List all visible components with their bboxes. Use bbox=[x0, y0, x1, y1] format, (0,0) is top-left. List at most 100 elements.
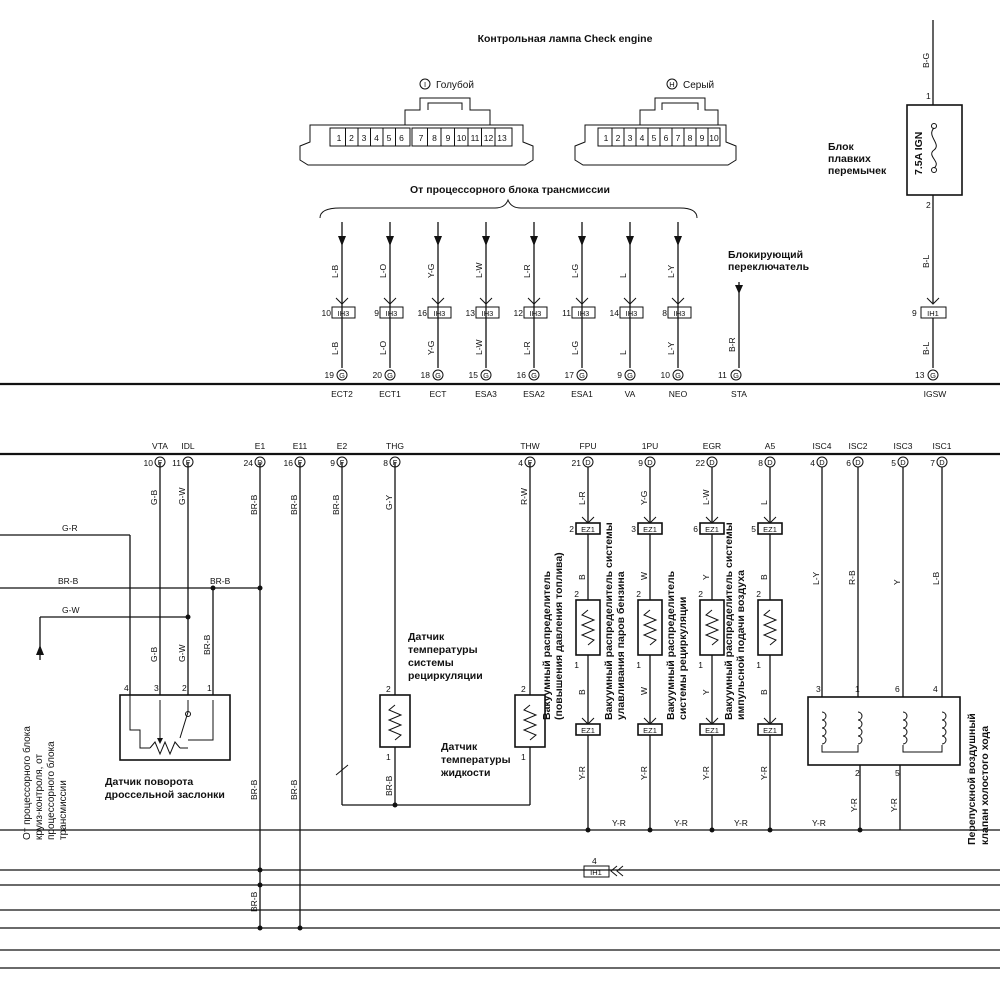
svg-text:EGR: EGR bbox=[703, 441, 721, 451]
svg-text:2: 2 bbox=[756, 589, 761, 599]
svg-text:1: 1 bbox=[855, 684, 860, 694]
check-engine-title: Контрольная лампа Check engine bbox=[478, 33, 653, 45]
svg-text:Вакуумный распределитель: Вакуумный распределитель bbox=[665, 570, 677, 720]
left-incoming-wires: G-R BR-B G-W BR-B bbox=[0, 523, 260, 660]
svg-text:5: 5 bbox=[751, 524, 756, 534]
svg-text:Вакуумный распределитель: Вакуумный распределитель bbox=[541, 570, 553, 720]
svg-text:L-Y: L-Y bbox=[666, 341, 676, 355]
svg-text:8: 8 bbox=[758, 458, 763, 468]
svg-text:BR-B: BR-B bbox=[210, 576, 231, 586]
svg-text:ESA1: ESA1 bbox=[571, 389, 593, 399]
svg-text:BR-B: BR-B bbox=[249, 779, 259, 800]
svg-text:температуры: температуры bbox=[441, 754, 511, 766]
svg-text:9: 9 bbox=[617, 370, 622, 380]
svg-text:STA: STA bbox=[731, 389, 747, 399]
svg-text:BR-B: BR-B bbox=[249, 891, 259, 912]
svg-text:15: 15 bbox=[469, 370, 479, 380]
svg-text:G-Y: G-Y bbox=[384, 495, 394, 510]
svg-text:2: 2 bbox=[386, 684, 391, 694]
svg-text:1: 1 bbox=[386, 752, 391, 762]
svg-text:4: 4 bbox=[933, 684, 938, 694]
connector-h-legend: H Серый bbox=[666, 78, 714, 91]
svg-text:BR-B: BR-B bbox=[249, 494, 259, 515]
svg-text:13: 13 bbox=[466, 308, 476, 318]
svg-text:L-O: L-O bbox=[378, 263, 388, 278]
svg-text:B-R: B-R bbox=[727, 337, 737, 352]
svg-text:24: 24 bbox=[244, 458, 254, 468]
svg-text:ECT1: ECT1 bbox=[379, 389, 401, 399]
connector-i-pin: 10 bbox=[457, 133, 467, 143]
svg-text:От процессорного блока: От процессорного блока bbox=[21, 726, 33, 840]
svg-text:BR-B: BR-B bbox=[384, 775, 394, 796]
connector-h-pin: 3 bbox=[628, 133, 633, 143]
svg-text:14: 14 bbox=[610, 308, 620, 318]
svg-text:L-O: L-O bbox=[378, 340, 388, 355]
svg-text:улавливания паров бензина: улавливания паров бензина bbox=[615, 571, 627, 720]
svg-text:2: 2 bbox=[569, 524, 574, 534]
svg-text:L-W: L-W bbox=[474, 339, 484, 355]
svg-text:1: 1 bbox=[926, 91, 931, 101]
svg-text:Датчик поворота: Датчик поворота bbox=[105, 776, 193, 788]
connector-h-pin: 9 bbox=[700, 133, 705, 143]
svg-text:Y-R: Y-R bbox=[577, 766, 587, 780]
svg-text:Y: Y bbox=[701, 574, 711, 580]
connector-h-pin: 8 bbox=[688, 133, 693, 143]
svg-text:16: 16 bbox=[418, 308, 428, 318]
svg-text:G: G bbox=[435, 371, 441, 380]
coolant-temp-sensor: R-W 2 1 Датчик температуры жидкости bbox=[440, 462, 546, 805]
svg-text:G-B: G-B bbox=[149, 647, 159, 662]
connector-i-pin: 11 bbox=[471, 133, 480, 143]
svg-text:(повышения давления топлива): (повышения давления топлива) bbox=[553, 552, 565, 720]
svg-text:D: D bbox=[939, 458, 945, 467]
svg-text:B: B bbox=[759, 689, 769, 695]
svg-text:6: 6 bbox=[846, 458, 851, 468]
svg-text:B-L: B-L bbox=[921, 255, 931, 269]
lower-buses: 4 IH1 bbox=[0, 856, 1000, 969]
svg-text:3: 3 bbox=[154, 683, 159, 693]
svg-text:D: D bbox=[900, 458, 906, 467]
svg-text:8: 8 bbox=[662, 308, 667, 318]
svg-text:16: 16 bbox=[284, 458, 294, 468]
svg-text:EZ1: EZ1 bbox=[705, 525, 719, 534]
svg-text:11: 11 bbox=[562, 308, 571, 318]
svg-text:10: 10 bbox=[322, 308, 332, 318]
svg-text:IH3: IH3 bbox=[578, 309, 590, 318]
svg-text:9: 9 bbox=[638, 458, 643, 468]
svg-text:ESA2: ESA2 bbox=[523, 389, 545, 399]
svg-text:круиз-контроля, от: круиз-контроля, от bbox=[34, 753, 45, 840]
svg-text:2: 2 bbox=[521, 684, 526, 694]
svg-text:E11: E11 bbox=[293, 441, 308, 451]
svg-text:B: B bbox=[759, 574, 769, 580]
svg-text:ECT: ECT bbox=[430, 389, 447, 399]
svg-text:переключатель: переключатель bbox=[728, 261, 810, 273]
connector-i-pin: 8 bbox=[432, 133, 437, 143]
svg-text:BR-B: BR-B bbox=[289, 779, 299, 800]
svg-text:11: 11 bbox=[172, 458, 181, 468]
yr-wire-label: Y-R bbox=[734, 818, 748, 828]
svg-text:L-G: L-G bbox=[570, 341, 580, 355]
svg-text:Y-R: Y-R bbox=[889, 798, 899, 812]
connector-h-pin: 7 bbox=[676, 133, 681, 143]
connector-i-pin: 5 bbox=[387, 133, 392, 143]
svg-text:D: D bbox=[709, 458, 715, 467]
connector-h-pin: 5 bbox=[652, 133, 657, 143]
connector-i-pin: 1 bbox=[337, 133, 342, 143]
svg-text:жидкости: жидкости bbox=[440, 767, 490, 779]
svg-text:L-R: L-R bbox=[577, 491, 587, 505]
svg-text:трансмиссии: трансмиссии bbox=[58, 780, 69, 840]
svg-text:IH3: IH3 bbox=[338, 309, 350, 318]
svg-text:6: 6 bbox=[693, 524, 698, 534]
svg-text:G: G bbox=[483, 371, 489, 380]
svg-text:5: 5 bbox=[891, 458, 896, 468]
svg-text:EZ1: EZ1 bbox=[705, 726, 719, 735]
svg-text:20: 20 bbox=[373, 370, 383, 380]
yr-wire-label: Y-R bbox=[612, 818, 626, 828]
